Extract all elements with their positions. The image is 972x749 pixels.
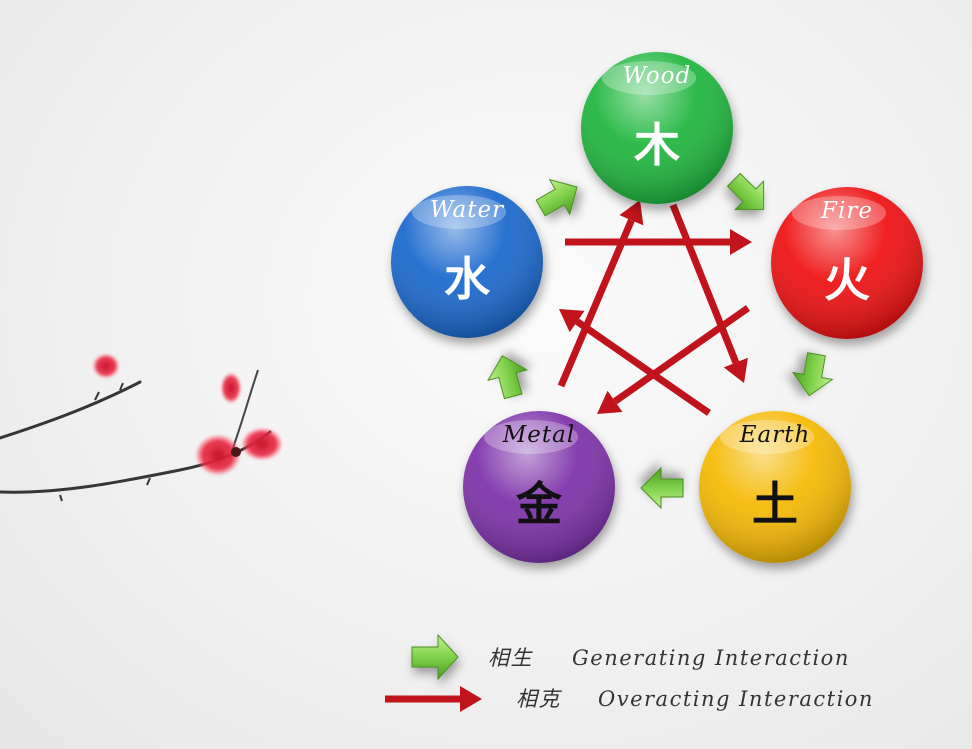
generating-legend-chinese: 相生 [488, 646, 533, 670]
generating-arrow-earth-to-metal [640, 466, 684, 510]
overacting-legend-arrow-shape [385, 686, 482, 712]
generating-legend-arrow-icon [411, 633, 459, 681]
plum-blossom-decoration [0, 354, 282, 502]
element-fire-name: Fire [820, 198, 873, 224]
element-wood-name: Wood [623, 63, 692, 89]
generating-arrow-fire-to-earth [791, 352, 834, 397]
element-water: Water 水 [391, 186, 543, 338]
legend: 相生 Generating Interaction 相克 Overacting … [385, 633, 874, 712]
element-metal-name: Metal [502, 422, 575, 448]
element-fire: Fire 火 [771, 187, 923, 339]
element-circles: Wood 木 Fire 火 Earth 土 Metal 金 Water 水 [391, 52, 923, 563]
overacting-arrow-earth-to-water [559, 309, 711, 416]
overacting-legend-arrow-icon [385, 686, 482, 712]
overacting-legend-label: Overacting Interaction [598, 687, 874, 711]
generating-arrow-water-to-wood [535, 178, 578, 217]
generating-legend-label: Generating Interaction [572, 646, 850, 670]
element-earth-name: Earth [739, 422, 811, 448]
generating-arrows [487, 172, 834, 510]
element-metal: Metal 金 [463, 411, 615, 563]
overacting-legend-chinese: 相克 [516, 687, 562, 711]
overacting-arrow-fire-to-metal [597, 305, 751, 414]
element-water-character: 水 [444, 252, 491, 306]
overacting-arrow-wood-to-earth [669, 203, 748, 383]
overacting-arrow-water-to-fire [565, 229, 752, 255]
generating-arrow-wood-to-fire [726, 172, 765, 211]
generating-arrow-metal-to-water [487, 355, 529, 400]
element-fire-character: 火 [824, 253, 870, 307]
element-wood-character: 木 [634, 118, 680, 172]
overacting-arrows [557, 200, 752, 416]
element-water-name: Water [430, 197, 505, 223]
element-earth-character: 土 [752, 477, 798, 531]
element-metal-character: 金 [515, 477, 563, 531]
element-earth: Earth 土 [699, 411, 851, 563]
element-wood: Wood 木 [581, 52, 733, 204]
overacting-arrow-metal-to-wood [557, 200, 644, 388]
